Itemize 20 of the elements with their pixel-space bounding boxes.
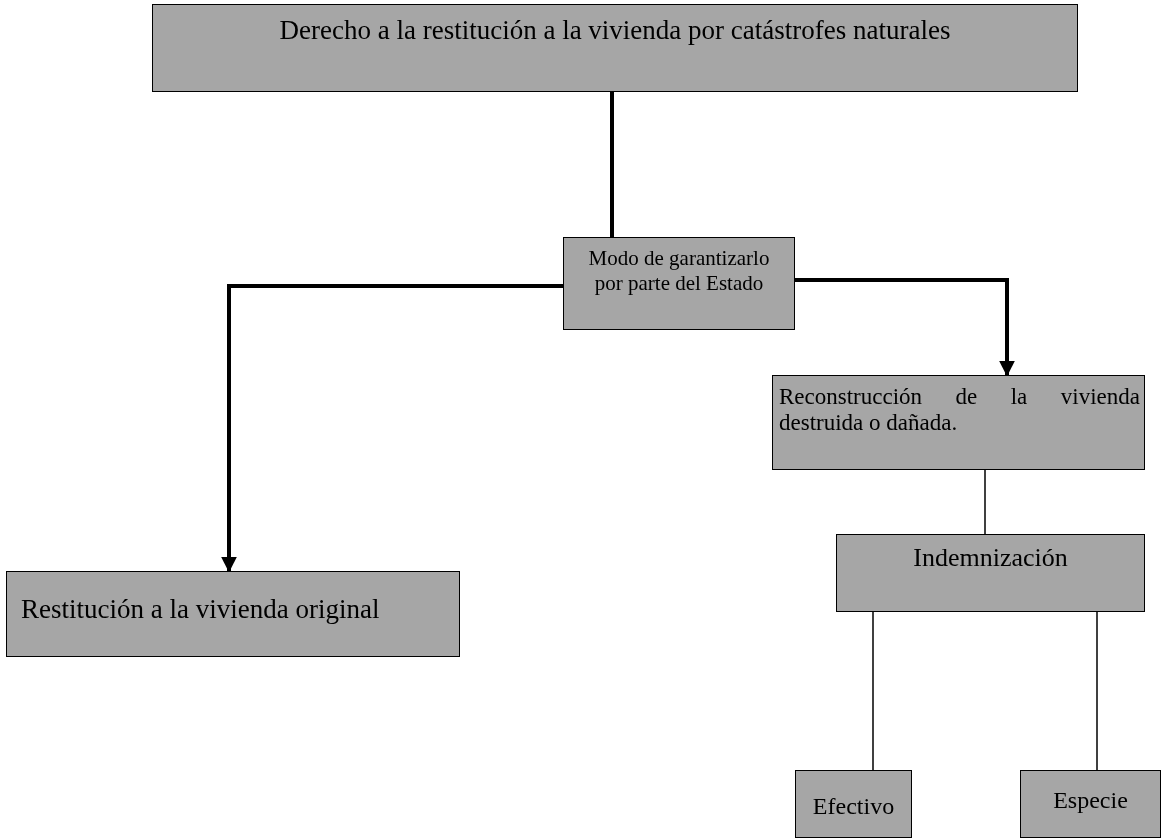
- connector-line: [1096, 611, 1098, 771]
- process-box: [1020, 770, 1161, 838]
- connector-line: [984, 469, 986, 535]
- process-box: [152, 4, 1078, 92]
- box-label: Modo de garantizarlo por parte del Estado: [587, 246, 771, 296]
- box-label: Indemnización: [912, 543, 1069, 573]
- process-box: [836, 534, 1145, 612]
- process-box: [795, 770, 912, 838]
- process-box: [772, 375, 1145, 470]
- arrow: [221, 284, 563, 573]
- process-box: [6, 571, 460, 657]
- connector-line: [872, 611, 874, 771]
- arrow: [795, 278, 1015, 377]
- connector-line: [610, 92, 614, 237]
- box-label: Derecho a la restitución a la vivienda por catástrofes naturales: [278, 15, 952, 46]
- box-label: Especie: [1052, 787, 1129, 814]
- box-label: Restitución a la vivienda original: [21, 594, 381, 625]
- box-label: Efectivo: [811, 793, 896, 820]
- box-label: Reconstrucción de la vivienda destruida o dañada.: [779, 384, 1140, 436]
- process-box: [563, 237, 795, 330]
